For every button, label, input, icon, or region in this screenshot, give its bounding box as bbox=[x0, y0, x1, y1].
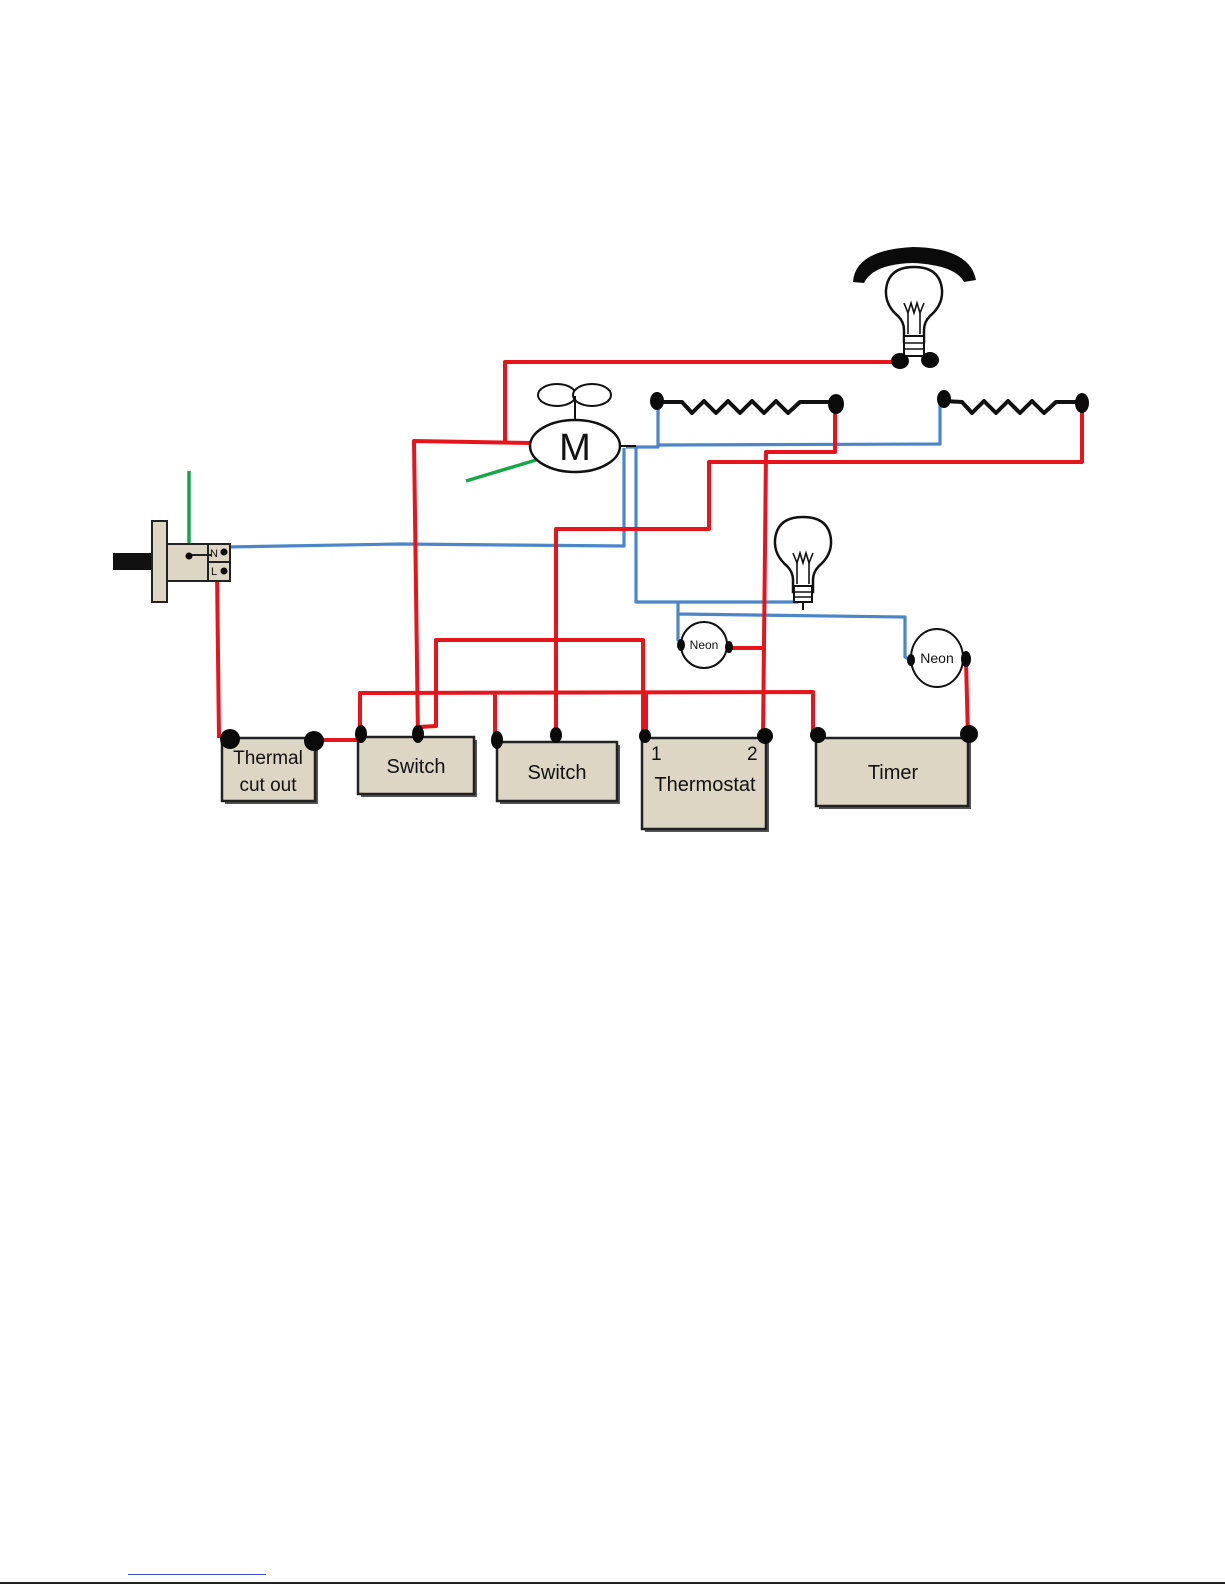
thermal-cutout-terminal-in bbox=[220, 729, 240, 749]
footer-link-underline[interactable] bbox=[128, 1574, 266, 1575]
connector-live-label: L bbox=[211, 566, 217, 578]
fan-blade-left bbox=[538, 384, 576, 406]
thermal-cutout-terminal-out bbox=[304, 731, 324, 751]
live-wires bbox=[217, 362, 1082, 740]
thermal-cutout-label-2: cut out bbox=[239, 775, 297, 796]
live-wire-supply bbox=[217, 571, 219, 738]
thermal-cutout-label-1: Thermal bbox=[233, 748, 303, 769]
timer: Timer bbox=[816, 738, 971, 809]
earth-wire-motor bbox=[466, 460, 536, 481]
connector-body bbox=[167, 544, 212, 581]
timer-label: Timer bbox=[868, 762, 919, 784]
switch-1-terminal-2 bbox=[412, 725, 424, 743]
oven-lamp bbox=[775, 517, 831, 610]
connector-cable bbox=[113, 553, 155, 570]
element-2-terminal-right bbox=[1075, 393, 1089, 413]
grill-lamp bbox=[853, 247, 976, 369]
thermostat: 1 2 Thermostat bbox=[642, 738, 769, 832]
live-wire-bus bbox=[360, 692, 813, 738]
thermostat-label: Thermostat bbox=[654, 774, 756, 796]
neon-lamp-2: Neon bbox=[907, 629, 971, 687]
thermostat-terminal-2-label: 2 bbox=[747, 744, 758, 765]
connector-neutral-label: N bbox=[210, 548, 218, 560]
footer-rule bbox=[0, 1582, 1225, 1584]
motor-label: M bbox=[559, 427, 591, 469]
connector-plate bbox=[152, 521, 167, 602]
heating-element-2 bbox=[937, 390, 1089, 413]
switch-2-label: Switch bbox=[528, 762, 587, 784]
timer-terminal-2 bbox=[960, 725, 978, 743]
element-2-terminal-left bbox=[937, 390, 951, 408]
fan-motor: M bbox=[530, 384, 636, 472]
grill-lamp-terminal-left bbox=[891, 353, 909, 369]
neon-lamp-1: Neon bbox=[677, 622, 733, 668]
switch-1-label: Switch bbox=[387, 756, 446, 778]
thermostat-terminal-1 bbox=[639, 729, 651, 743]
mains-connector: N L bbox=[113, 521, 230, 602]
timer-terminal-1 bbox=[810, 727, 826, 743]
grill-lamp-terminal-right bbox=[921, 352, 939, 368]
heating-element-1 bbox=[650, 392, 844, 414]
switch-2-terminal-2 bbox=[550, 727, 562, 743]
bulb-icon bbox=[886, 267, 942, 342]
connector-live-terminal bbox=[221, 568, 228, 575]
neon-2-label: Neon bbox=[920, 650, 953, 666]
switch-1: Switch bbox=[358, 737, 477, 797]
earth-wires bbox=[189, 460, 536, 549]
switch-2-terminal-1 bbox=[491, 731, 503, 749]
thermal-cutout: Thermal cut out bbox=[222, 738, 318, 804]
live-wire-switch1-thermostat bbox=[419, 640, 643, 733]
thermostat-terminal-1-label: 1 bbox=[651, 744, 662, 765]
neon-1-label: Neon bbox=[690, 638, 719, 652]
switch-2: Switch bbox=[497, 742, 620, 804]
thermostat-terminal-2 bbox=[757, 728, 773, 744]
element-1-terminal-left bbox=[650, 392, 664, 410]
connector-neutral-terminal bbox=[221, 549, 228, 556]
switch-1-terminal-1 bbox=[355, 725, 367, 743]
element-1-terminal-right bbox=[828, 394, 844, 414]
fan-blade-right bbox=[573, 384, 611, 406]
oven-bulb-icon bbox=[775, 517, 831, 592]
neutral-wire-lamps bbox=[636, 448, 912, 661]
